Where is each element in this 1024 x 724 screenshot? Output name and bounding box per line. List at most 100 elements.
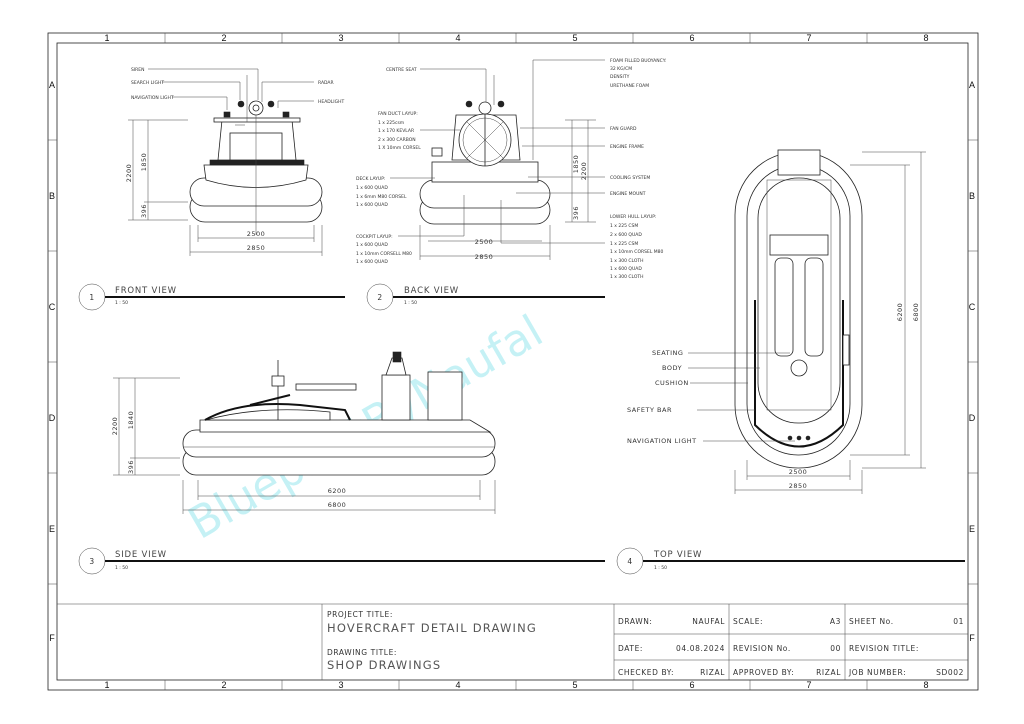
sheet-label: SHEET No. (849, 617, 894, 626)
date-label: DATE: (618, 644, 643, 653)
col-label: 6 (689, 33, 694, 43)
side-view-leaders (113, 377, 496, 514)
note-line: DECK LAYUP: (356, 176, 385, 182)
foam-note: FOAM FILLED BUOYANCY: 32 KG/CM DENSITY U… (610, 58, 666, 89)
row-label: C (969, 302, 976, 312)
label-headlight: HEADLIGHT (318, 99, 344, 105)
top-view: SEATING BODY CUSHION SAFETY BAR NAVIGATI… (616, 149, 965, 575)
row-label: D (969, 413, 976, 423)
dim-2200: 2200 (111, 417, 119, 436)
side-view-drawing (182, 351, 496, 476)
job-value: SD002 (936, 668, 964, 677)
approved-value: RIZAL (816, 668, 841, 677)
checked-value: RIZAL (700, 668, 725, 677)
label-centre-seat: CENTRE SEAT (386, 67, 417, 73)
note-line: 1 x 225csm (378, 120, 404, 126)
label-navigation-light: NAVIGATION LIGHT (627, 437, 697, 445)
label-fan-guard: FAN GUARD (610, 126, 637, 132)
row-label: D (49, 413, 56, 423)
label-cooling-system: COOLING SYSTEM (610, 175, 650, 181)
revision-label: REVISION No. (733, 644, 791, 653)
col-label: 5 (572, 33, 577, 43)
label-safety-bar: SAFETY BAR (627, 406, 672, 414)
row-label: F (969, 633, 975, 643)
revision-title-label: REVISION TITLE: (849, 644, 919, 653)
col-label: 5 (572, 680, 577, 690)
revision-value: 00 (830, 644, 841, 653)
view-title: FRONT VIEW (115, 286, 177, 296)
note-line: 32 KG/CM (610, 66, 632, 72)
note-line: 1 x 600 QUAD (356, 259, 388, 265)
col-label: 2 (221, 680, 226, 690)
col-label: 4 (455, 680, 460, 690)
cockpit-note: COCKPIT LAYUP: 1 x 600 QUAD 1 x 10mm COR… (356, 234, 412, 265)
row-label: A (969, 80, 975, 90)
col-label: 8 (923, 33, 928, 43)
view-number: 4 (627, 557, 632, 566)
view-scale: 1 : 50 (404, 300, 417, 306)
col-label: 1 (104, 680, 109, 690)
view-scale: 1 : 50 (115, 300, 128, 306)
date-value: 04.08.2024 (676, 644, 725, 653)
note-line: 1 x 600 QUAD (356, 242, 388, 248)
dim-6200: 6200 (328, 487, 347, 495)
col-label: 4 (455, 33, 460, 43)
top-view-drawing (734, 149, 863, 469)
approved-label: APPROVED BY: (733, 668, 794, 677)
top-view-leaders (688, 151, 926, 494)
row-label: F (49, 633, 55, 643)
row-label: E (49, 524, 55, 534)
col-label: 6 (689, 680, 694, 690)
sheet-value: 01 (953, 617, 964, 626)
dim-6800: 6800 (328, 501, 347, 509)
note-line: 1 x 10mm CORSEL M80 (610, 249, 664, 255)
deck-note: DECK LAYUP: 1 x 600 QUAD 1 x 6mm M80 COR… (356, 176, 407, 208)
back-view-leaders (390, 59, 605, 260)
title-block: PROJECT TITLE: HOVERCRAFT DETAIL DRAWING… (57, 603, 968, 680)
dim-2200: 2200 (125, 164, 133, 183)
note-line: 1 x 600 QUAD (356, 202, 388, 208)
row-label: B (969, 191, 975, 201)
col-label: 2 (221, 33, 226, 43)
note-line: DENSITY (610, 74, 630, 80)
note-line: 1 x 10mm CORSELL M80 (356, 251, 412, 257)
view-title: BACK VIEW (404, 286, 459, 296)
lower-hull-note: LOWER HULL LAYUP: 1 x 225 CSM 2 x 600 QU… (610, 214, 664, 280)
dim-1840: 1840 (127, 411, 135, 430)
grid-references: 1 2 3 4 5 6 7 8 1 2 3 4 5 6 7 8 A B C D … (48, 33, 978, 690)
note-line: 2 x 600 QUAD (610, 232, 642, 238)
label-siren: SIREN (131, 67, 145, 73)
row-label: B (49, 191, 55, 201)
dim-2500: 2500 (475, 238, 494, 246)
scale-value: A3 (830, 617, 841, 626)
label-navigation-light: NAVIGATION LIGHT (131, 95, 174, 101)
view-number: 3 (89, 557, 94, 566)
label-radar: RADAR (318, 80, 334, 86)
back-view-drawing (419, 75, 551, 225)
dim-6800: 6800 (912, 303, 920, 322)
dim-1850: 1850 (140, 153, 148, 172)
note-line: 1 X 10mm CORSEL (378, 145, 421, 151)
back-view: CENTRE SEAT FOAM FILLED BUOYANCY: 32 KG/… (356, 58, 666, 311)
note-line: 1 x 225 CSM (610, 241, 638, 247)
label-engine-frame: ENGINE FRAME (610, 144, 644, 150)
dim-396: 396 (572, 206, 580, 220)
dim-2500: 2500 (247, 230, 266, 238)
col-label: 7 (806, 33, 811, 43)
label-search-light: SEARCH LIGHT (131, 80, 164, 86)
col-label: 3 (338, 33, 343, 43)
note-line: LOWER HULL LAYUP: (610, 214, 656, 220)
scale-label: SCALE: (733, 617, 763, 626)
inner-frame (56, 42, 969, 681)
note-line: 2 x 300 CARBON (378, 137, 416, 143)
front-view: SIREN SEARCH LIGHT NAVIGATION LIGHT RADA… (78, 67, 345, 311)
label-body: BODY (662, 364, 682, 372)
row-label: C (49, 302, 56, 312)
drawn-label: DRAWN: (618, 617, 653, 626)
project-title: HOVERCRAFT DETAIL DRAWING (327, 621, 537, 635)
drawing-title: SHOP DRAWINGS (327, 658, 441, 672)
note-line: 1 x 600 QUAD (356, 185, 388, 191)
view-title: TOP VIEW (653, 550, 702, 560)
dim-2850: 2850 (789, 482, 808, 490)
